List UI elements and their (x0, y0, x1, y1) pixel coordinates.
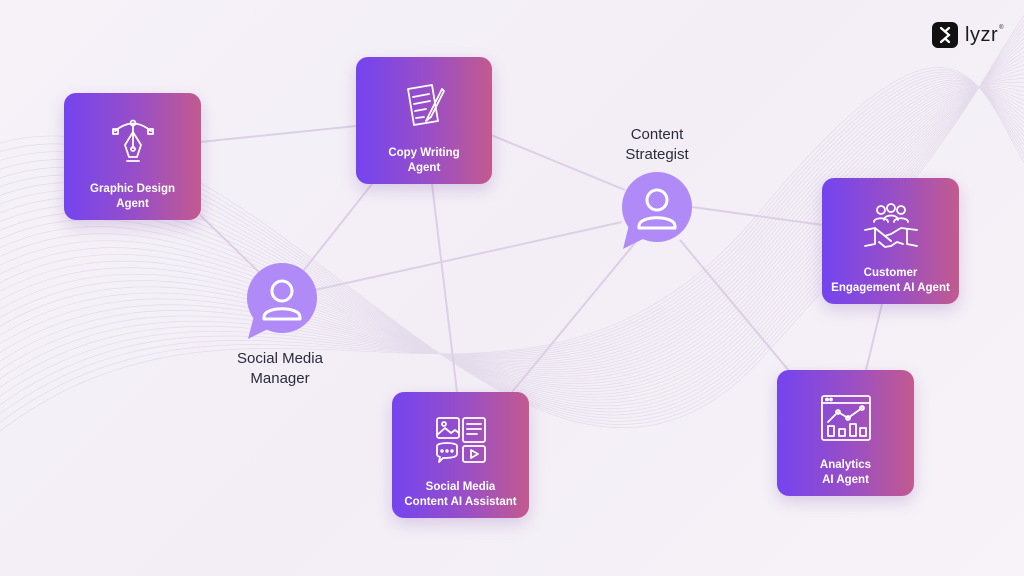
registered-mark: ® (999, 25, 1004, 31)
person-chat-icon (247, 263, 317, 339)
background-wave (0, 87, 1024, 375)
background-wave (0, 60, 1024, 398)
background-wave (0, 67, 1024, 432)
background-wave (0, 74, 1024, 406)
graphic-design-agent-label: Graphic Design Agent (90, 183, 175, 210)
edge-graphic-copy (199, 125, 357, 143)
person-chat-icon (622, 172, 692, 249)
handshake-team-icon (861, 202, 921, 254)
document-pencil-icon (396, 79, 452, 133)
background-wave (0, 73, 1024, 390)
content-strategist-node (619, 171, 695, 251)
edge-smm-content (314, 221, 623, 291)
edge-content-smcontent (511, 242, 636, 393)
lyzr-logo: lyzr ® (932, 20, 1004, 50)
analytics-dashboard-icon (818, 392, 874, 446)
background-wave (0, 86, 1024, 370)
customer-engagement-agent-label: Customer Engagement AI Agent (831, 267, 950, 294)
background-wave (0, 82, 1024, 363)
edge-copy-smm (299, 183, 373, 276)
background-wave (0, 86, 1024, 377)
analytics-agent-label: Analytics AI Agent (819, 459, 872, 486)
background-wave (0, 77, 1024, 387)
edge-graphic-smm (199, 214, 263, 276)
social-media-manager-label: Social Media Manager (237, 350, 323, 387)
lyzr-wordmark: lyzr (965, 23, 999, 46)
background-wave (0, 55, 1024, 401)
copy-writing-agent-label: Copy Writing Agent (388, 147, 460, 174)
social-media-content-assistant-label: Social Media Content AI Assistant (404, 481, 517, 508)
background-wave (0, 77, 1024, 388)
background-wave (0, 64, 1024, 395)
background-wave (0, 68, 1024, 392)
edge-content-analytics (679, 239, 791, 373)
media-content-icon (433, 414, 489, 468)
background-wave (0, 85, 1024, 366)
content-strategist-label: Content Strategist (625, 126, 689, 163)
edge-content-customer (691, 206, 824, 226)
background-wave (0, 87, 1024, 372)
graphic-design-agent-card: Graphic Design Agent (64, 93, 201, 220)
background-wave (0, 82, 1024, 384)
lyzr-mark-icon (932, 22, 958, 48)
customer-engagement-agent-card: Customer Engagement AI Agent (822, 178, 959, 304)
social-media-content-assistant-card: Social Media Content AI Assistant (392, 392, 529, 518)
background-wave (0, 84, 1024, 364)
copy-writing-agent-card: Copy Writing Agent (356, 57, 492, 184)
background-wave (0, 76, 1024, 397)
background-wave (0, 85, 1024, 380)
background-wave (0, 51, 1024, 404)
background-wave (0, 84, 1024, 382)
analytics-agent-card: Analytics AI Agent (777, 370, 914, 496)
edge-copy-smcontent (431, 183, 458, 393)
edge-customer-analytics (865, 303, 883, 371)
social-media-manager-node (245, 262, 319, 340)
background-wave (0, 72, 1024, 415)
background-wave (0, 86, 1024, 368)
background-wave (0, 81, 1024, 371)
edge-copy-content (490, 134, 626, 191)
pen-tool-icon (105, 115, 161, 167)
background-wave (0, 79, 1024, 380)
